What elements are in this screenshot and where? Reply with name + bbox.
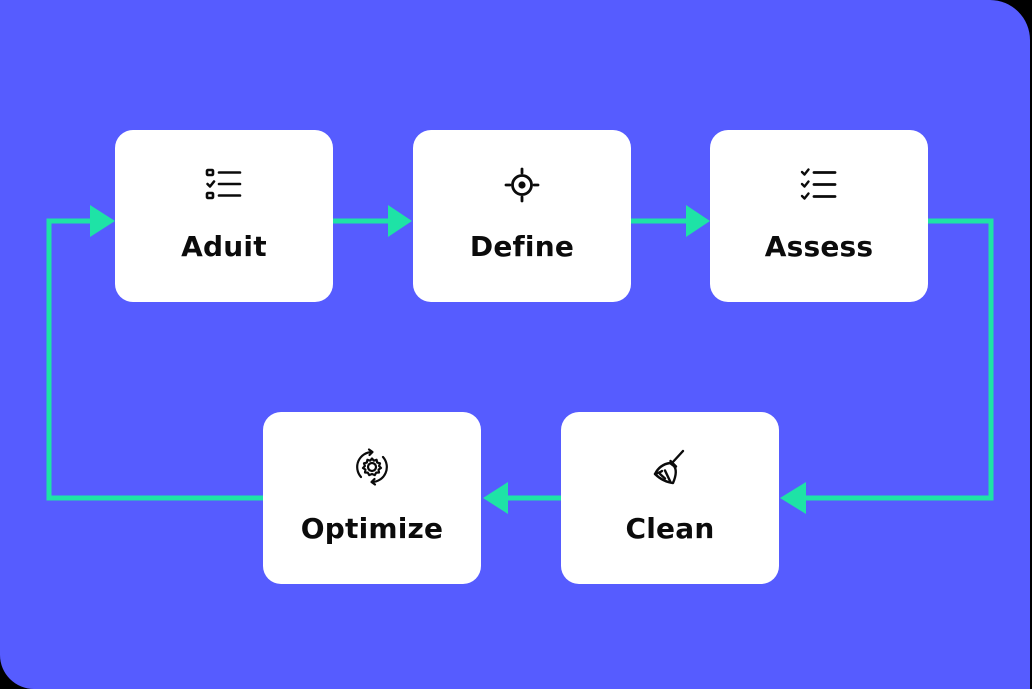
step-label: Clean [625,512,715,545]
broom-icon [650,447,690,487]
gear-cycle-icon [352,447,392,487]
checklist-icon [204,165,244,205]
step-label: Aduit [181,230,267,263]
arrowhead-optimize [483,482,508,514]
step-card-assess: Assess [710,130,928,302]
step-card-clean: Clean [561,412,779,584]
step-card-define: Define [413,130,631,302]
connector-optimize-audit [46,218,263,501]
step-label: Optimize [300,512,444,545]
step-card-optimize: Optimize [263,412,481,584]
step-label: Define [469,230,575,263]
step-card-audit: Aduit [115,130,333,302]
arrowhead-clean [780,482,806,514]
step-label: Assess [764,230,874,263]
arrowhead-audit [90,205,115,237]
connector-assess-clean [806,218,994,501]
arrowhead-define [388,205,412,237]
target-icon [502,165,542,205]
arrowhead-assess [686,205,710,237]
checkbox-list-icon [799,165,839,205]
